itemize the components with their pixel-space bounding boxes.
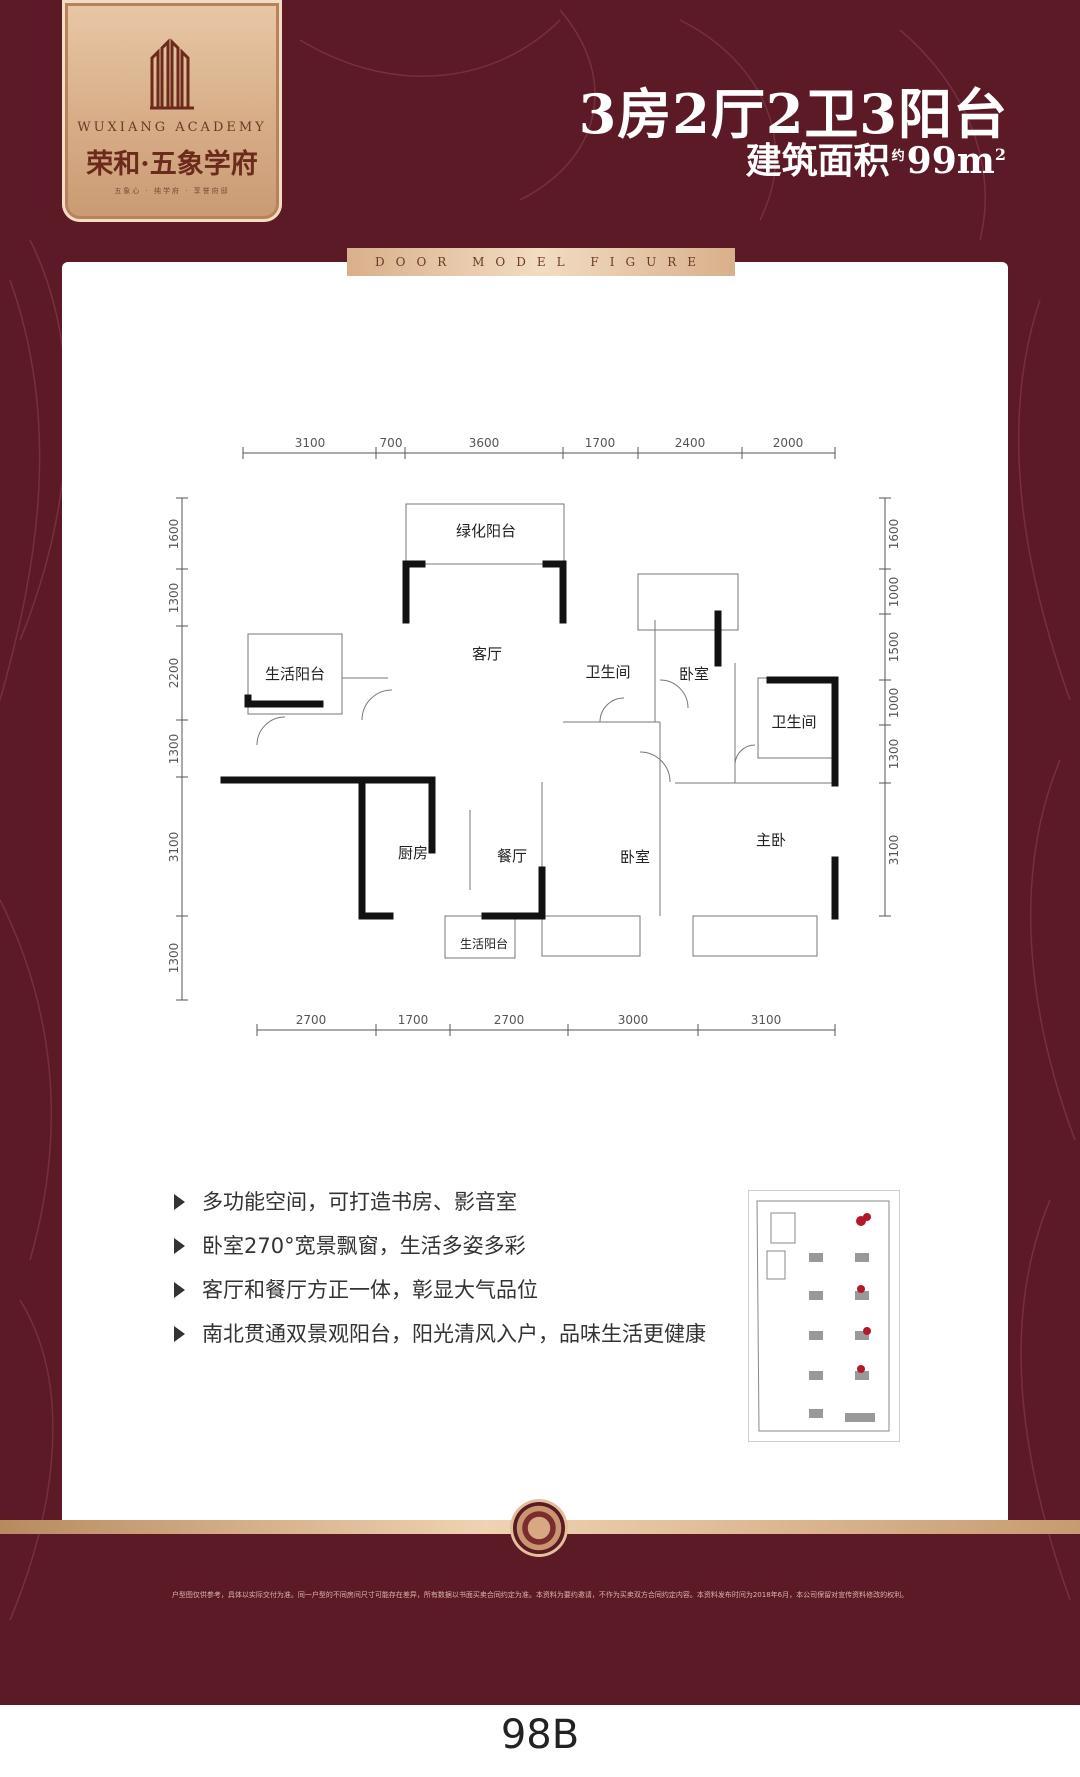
dim-right-6: 3100: [887, 835, 901, 866]
dim-top-2: 700: [380, 436, 403, 450]
area-value: 99m: [906, 140, 995, 182]
leaf-decoration: [0, 9, 1076, 1621]
dim-top-4: 1700: [585, 436, 616, 450]
dim-right-1: 1600: [887, 519, 901, 550]
medallion-ornament: [513, 1502, 565, 1554]
dim-right-4: 1000: [887, 688, 901, 719]
room-bedroom-2: 卧室: [620, 848, 650, 866]
dim-left-2: 1300: [167, 583, 181, 614]
dim-bottom-2: 1700: [398, 1013, 429, 1027]
dim-right-2: 1000: [887, 577, 901, 608]
site-plan-map: [748, 1190, 900, 1442]
area-approx: 约: [891, 149, 905, 164]
feature-item: 多功能空间，可打造书房、影音室: [170, 1180, 706, 1224]
bullet-triangle-icon: [174, 1238, 185, 1254]
plan-code: 98B: [500, 1712, 580, 1758]
feature-text: 客厅和餐厅方正一体，彰显大气品位: [202, 1278, 538, 1302]
area-unit-sup: 2: [994, 145, 1006, 164]
dim-bottom-5: 3100: [751, 1013, 782, 1027]
feature-item: 南北贯通双景观阳台，阳光清风入户，品味生活更健康: [170, 1312, 706, 1356]
feature-list: 多功能空间，可打造书房、影音室 卧室270°宽景飘窗，生活多姿多彩 客厅和餐厅方…: [170, 1180, 706, 1356]
dim-top-6: 2000: [773, 436, 804, 450]
room-living-balcony-left: 生活阳台: [265, 665, 325, 683]
room-master-bedroom: 主卧: [756, 831, 786, 849]
feature-text: 南北贯通双景观阳台，阳光清风入户，品味生活更健康: [202, 1322, 706, 1346]
bullet-triangle-icon: [174, 1282, 185, 1298]
floorplan-drawing: 3100 700 3600 1700 2400 2000 2700 1700 2…: [167, 436, 901, 1036]
brand-logo: WUXIANG ACADEMY 荣和·五象学府 五象心 · 纯学府 · 享誉府邸: [62, 0, 282, 222]
feature-item: 客厅和餐厅方正一体，彰显大气品位: [170, 1268, 706, 1312]
floorplan-card: [62, 262, 1008, 1530]
room-bathroom-2: 卫生间: [771, 713, 816, 731]
area-label: 建筑面积: [745, 140, 890, 182]
dim-left-3: 2200: [167, 658, 181, 689]
feature-item: 卧室270°宽景飘窗，生活多姿多彩: [170, 1224, 706, 1268]
dim-right-3: 1500: [887, 632, 901, 663]
room-bedroom-1: 卧室: [679, 665, 709, 683]
dim-bottom-3: 2700: [494, 1013, 525, 1027]
room-kitchen: 厨房: [398, 844, 428, 862]
dim-left-5: 3100: [167, 832, 181, 863]
dim-left-4: 1300: [167, 734, 181, 765]
brand-english-name: WUXIANG ACADEMY: [77, 120, 267, 135]
bullet-triangle-icon: [174, 1194, 185, 1210]
door-model-ribbon: DOOR MODEL FIGURE: [347, 248, 735, 276]
dim-top-5: 2400: [675, 436, 706, 450]
brand-tagline: 五象心 · 纯学府 · 享誉府邸: [114, 187, 230, 195]
disclaimer-text: 户型图仅供参考，具体以实际交付为准。同一户型的不同房间尺寸可能存在差异，所有数据…: [171, 1591, 909, 1599]
dim-top-1: 3100: [295, 436, 326, 450]
dim-left-1: 1600: [167, 519, 181, 550]
feature-text: 多功能空间，可打造书房、影音室: [202, 1190, 517, 1214]
feature-text: 卧室270°宽景飘窗，生活多姿多彩: [202, 1234, 526, 1258]
dim-right-5: 1300: [887, 739, 901, 770]
room-bathroom-1: 卫生间: [585, 663, 630, 681]
room-dining-room: 餐厅: [497, 847, 527, 865]
floor-area: 建筑面积约99m2: [746, 132, 1006, 184]
building-logo-icon: [150, 38, 194, 110]
brand-chinese-name: 荣和·五象学府: [86, 149, 258, 180]
room-living-room: 客厅: [472, 645, 502, 663]
bullet-triangle-icon: [174, 1326, 185, 1342]
dim-bottom-1: 2700: [296, 1013, 327, 1027]
room-living-balcony-bottom: 生活阳台: [460, 936, 508, 951]
room-green-balcony: 绿化阳台: [456, 522, 516, 540]
poster-background: WUXIANG ACADEMY 荣和·五象学府 五象心 · 纯学府 · 享誉府邸…: [0, 0, 1080, 1705]
unit-title: 3房2厅2卫3阳台: [578, 82, 1008, 146]
dim-bottom-4: 3000: [618, 1013, 649, 1027]
dim-top-3: 3600: [469, 436, 500, 450]
dim-left-6: 1300: [167, 943, 181, 974]
